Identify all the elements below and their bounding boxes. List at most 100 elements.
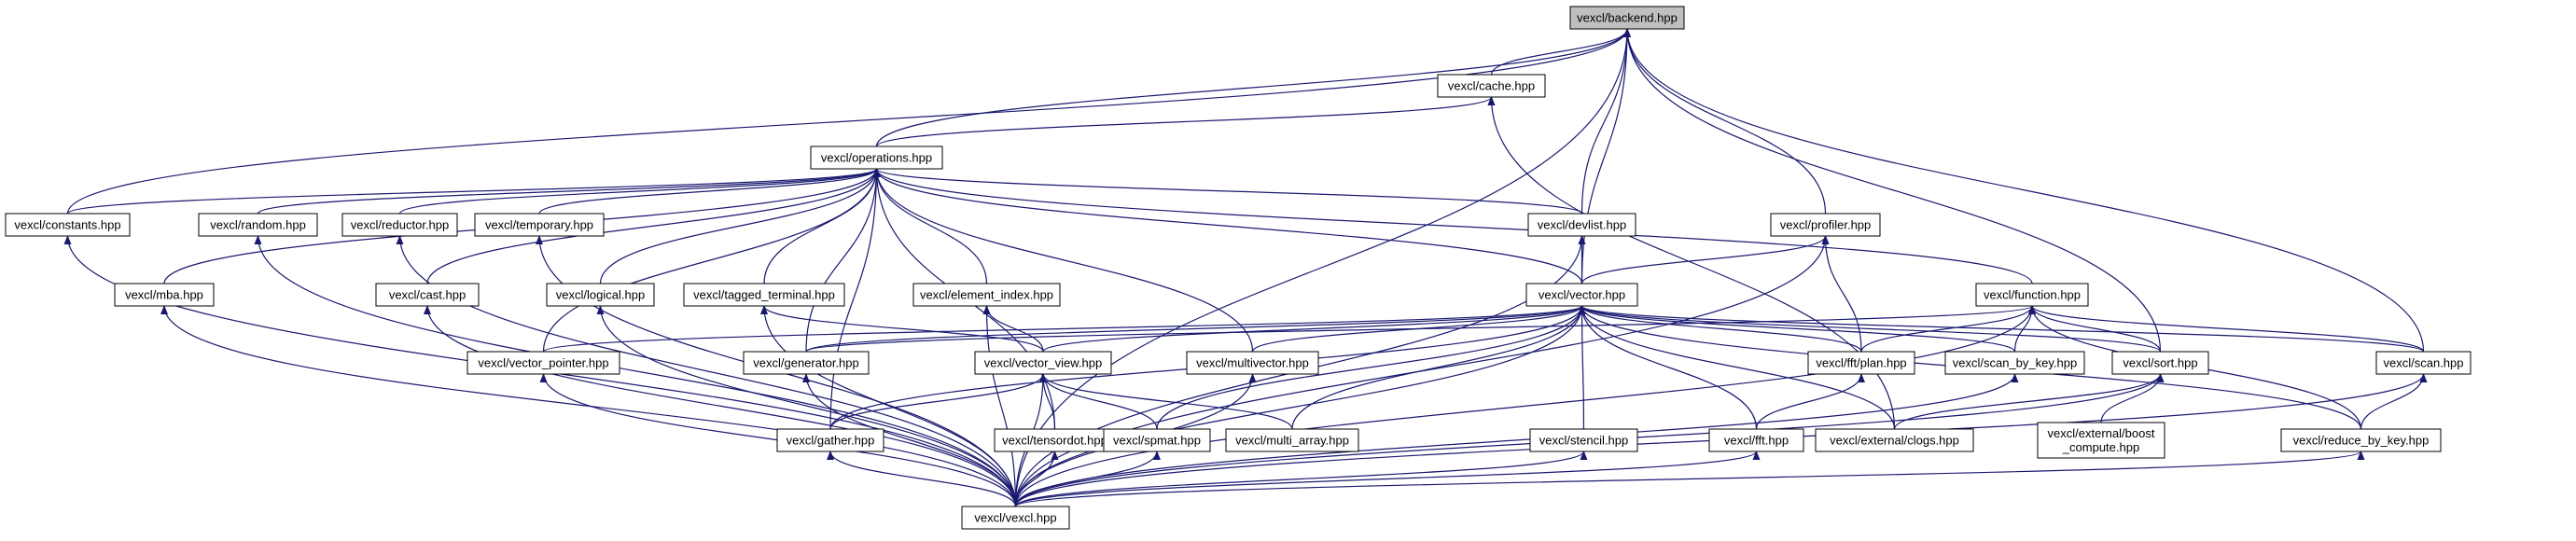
- node-label: vexcl/gather.hpp: [787, 434, 875, 448]
- node-box: [2280, 428, 2442, 452]
- edge-sort-to-backend: [1623, 28, 2162, 353]
- edge-vexcl-to-random: [254, 235, 1017, 507]
- edge-reductor-to-operations: [398, 168, 881, 215]
- node-label: vexcl/stencil.hpp: [1539, 434, 1628, 448]
- nodes-layer: vexcl/backend.hpp vexcl/cache.hpp vexcl/op…: [5, 6, 2472, 530]
- edge-vexcl-to-backend: [1014, 28, 1631, 507]
- node-spmat[interactable]: vexcl/spmat.hpp: [1103, 428, 1211, 452]
- node-label: vexcl/vector_pointer.hpp: [478, 356, 608, 370]
- node-label: vexcl/sort.hpp: [2123, 356, 2197, 370]
- node-element-index[interactable]: vexcl/element_index.hpp: [912, 283, 1061, 307]
- edge-fft_plan-to-profiler: [1821, 235, 1862, 353]
- node-scan[interactable]: vexcl/scan.hpp: [2375, 351, 2472, 375]
- node-mba[interactable]: vexcl/mba.hpp: [114, 283, 215, 307]
- edge-fft-to-fft_plan: [1755, 373, 1865, 430]
- edge-vexcl-to-tensordot: [1014, 451, 1059, 507]
- node-label: vexcl/reduce_by_key.hpp: [2293, 434, 2430, 448]
- node-box: [198, 213, 318, 237]
- node-box: [810, 146, 943, 170]
- node-multi-array[interactable]: vexcl/multi_array.hpp: [1225, 428, 1359, 452]
- edge-devlist-to-operations: [872, 168, 1583, 215]
- node-clogs[interactable]: vexcl/external/clogs.hpp: [1815, 428, 1974, 452]
- node-label: vexcl/vector_view.hpp: [984, 356, 1102, 370]
- edge-constants-to-operations: [66, 168, 881, 215]
- node-tagged-terminal[interactable]: vexcl/tagged_terminal.hpp: [683, 283, 845, 307]
- edge-vector-to-backend: [1580, 28, 1631, 284]
- edge-vexcl-to-generator: [802, 373, 1017, 507]
- edge-cast-to-operations: [426, 168, 881, 284]
- edge-multi_array-to-vector: [1291, 305, 1586, 430]
- node-box: [375, 283, 480, 307]
- edge-vector-to-operations: [872, 168, 1583, 284]
- node-label: vexcl/vector.hpp: [1539, 288, 1625, 302]
- node-label: vexcl/profiler.hpp: [1780, 218, 1872, 232]
- node-label: _compute.hpp: [2062, 440, 2139, 454]
- edge-generator-to-vector: [805, 305, 1586, 353]
- node-label: vexcl/generator.hpp: [753, 356, 858, 370]
- node-box: [466, 351, 620, 375]
- node-profiler[interactable]: vexcl/profiler.hpp: [1770, 213, 1881, 237]
- node-cache[interactable]: vexcl/cache.hpp: [1437, 74, 1546, 98]
- edge-vexcl-to-reduce_by_key: [1014, 451, 2365, 507]
- node-gather[interactable]: vexcl/gather.hpp: [776, 428, 884, 452]
- node-random[interactable]: vexcl/random.hpp: [198, 213, 318, 237]
- edge-operations-to-backend: [875, 28, 1631, 147]
- node-box: [961, 506, 1070, 530]
- edge-vexcl-to-spmat: [1014, 451, 1161, 507]
- node-fft-plan[interactable]: vexcl/fft/plan.hpp: [1807, 351, 1915, 375]
- node-cast[interactable]: vexcl/cast.hpp: [375, 283, 480, 307]
- node-temporary[interactable]: vexcl/temporary.hpp: [474, 213, 605, 237]
- node-vector[interactable]: vexcl/vector.hpp: [1525, 283, 1638, 307]
- node-label: vexcl/fft/plan.hpp: [1816, 356, 1906, 370]
- edge-vexcl-to-stencil: [1014, 451, 1588, 507]
- node-box: [1569, 6, 1685, 30]
- edge-constants-to-backend: [66, 28, 1631, 215]
- node-boost-compute[interactable]: vexcl/external/boost_compute.hpp: [2037, 422, 2165, 459]
- node-function[interactable]: vexcl/function.hpp: [1975, 283, 2089, 307]
- edge-vector_pointer-to-vector: [542, 305, 1586, 353]
- node-sort[interactable]: vexcl/sort.hpp: [2111, 351, 2209, 375]
- node-label: vexcl/external/clogs.hpp: [1830, 434, 1959, 448]
- edge-reduce_by_key-to-scan: [2360, 373, 2428, 430]
- edge-multivector-to-operations: [872, 168, 1254, 353]
- node-label: vexcl/scan.hpp: [2384, 356, 2464, 370]
- node-reductor[interactable]: vexcl/reductor.hpp: [341, 213, 458, 237]
- node-label: vexcl/element_index.hpp: [920, 288, 1053, 302]
- node-tensordot[interactable]: vexcl/tensordot.hpp: [994, 428, 1116, 452]
- edge-vector_view-to-vector: [1042, 305, 1586, 353]
- node-vector-pointer[interactable]: vexcl/vector_pointer.hpp: [466, 351, 620, 375]
- edge-temporary-to-operations: [538, 168, 881, 215]
- node-box: [912, 283, 1061, 307]
- node-label: vexcl/backend.hpp: [1577, 11, 1678, 25]
- node-box: [776, 428, 884, 452]
- node-vexcl[interactable]: vexcl/vexcl.hpp: [961, 506, 1070, 530]
- node-constants[interactable]: vexcl/constants.hpp: [5, 213, 131, 237]
- node-backend[interactable]: vexcl/backend.hpp: [1569, 6, 1685, 30]
- node-box: [1186, 351, 1319, 375]
- node-generator[interactable]: vexcl/generator.hpp: [743, 351, 870, 375]
- node-devlist[interactable]: vexcl/devlist.hpp: [1527, 213, 1636, 237]
- node-box: [683, 283, 845, 307]
- node-stencil[interactable]: vexcl/stencil.hpp: [1529, 428, 1638, 452]
- node-box: [974, 351, 1112, 375]
- node-multivector[interactable]: vexcl/multivector.hpp: [1186, 351, 1319, 375]
- node-fft[interactable]: vexcl/fft.hpp: [1708, 428, 1804, 452]
- node-box: [1103, 428, 1211, 452]
- node-box: [1944, 351, 2085, 375]
- node-box: [2375, 351, 2472, 375]
- node-vector-view[interactable]: vexcl/vector_view.hpp: [974, 351, 1112, 375]
- node-operations[interactable]: vexcl/operations.hpp: [810, 146, 943, 170]
- node-box: [1529, 428, 1638, 452]
- node-scan-by-key[interactable]: vexcl/scan_by_key.hpp: [1944, 351, 2085, 375]
- edge-spmat-to-vector_view: [1039, 373, 1158, 430]
- node-box: [474, 213, 605, 237]
- edge-vexcl-to-function: [1014, 305, 2036, 507]
- node-reduce-by-key[interactable]: vexcl/reduce_by_key.hpp: [2280, 428, 2442, 452]
- node-box: [2111, 351, 2209, 375]
- node-box: [2037, 422, 2165, 459]
- edge-vector_view-to-tagged_terminal: [760, 305, 1044, 353]
- node-box: [1815, 428, 1974, 452]
- node-label: vexcl/vexcl.hpp: [974, 511, 1056, 525]
- node-label: vexcl/function.hpp: [1984, 288, 2081, 302]
- node-logical[interactable]: vexcl/logical.hpp: [546, 283, 655, 307]
